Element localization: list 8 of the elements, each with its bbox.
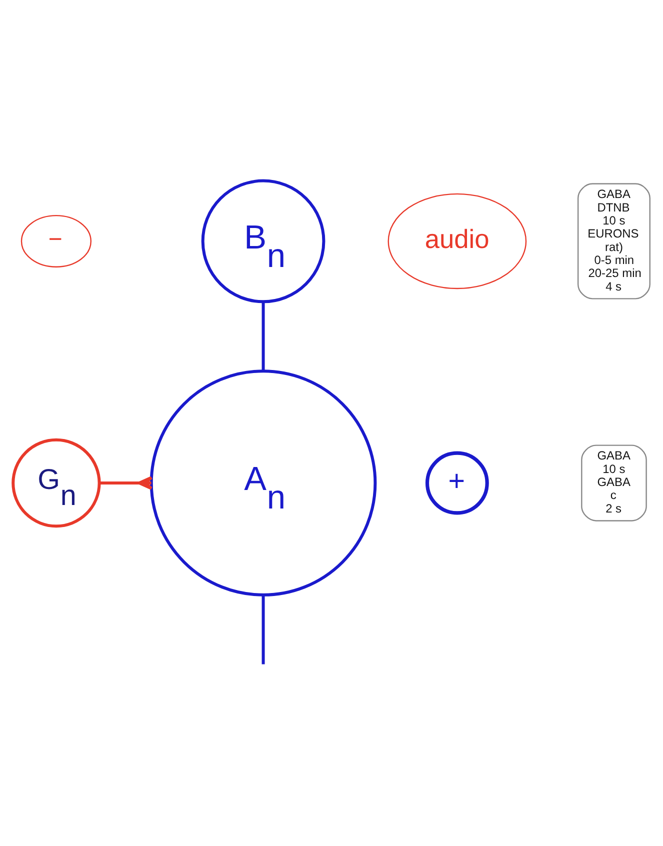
node-box: GABA 10 s GABA c 2 s xyxy=(581,444,647,522)
node-box: GABA DTNB 10 s EURONS rat) 0-5 min 20-25 min 4 s xyxy=(577,183,650,300)
node-ellipse: − xyxy=(20,214,92,268)
node-ellipse: audio xyxy=(388,193,527,290)
connector xyxy=(262,595,265,664)
connector xyxy=(99,476,153,490)
connector xyxy=(262,302,265,371)
node-circle: + xyxy=(425,451,489,515)
